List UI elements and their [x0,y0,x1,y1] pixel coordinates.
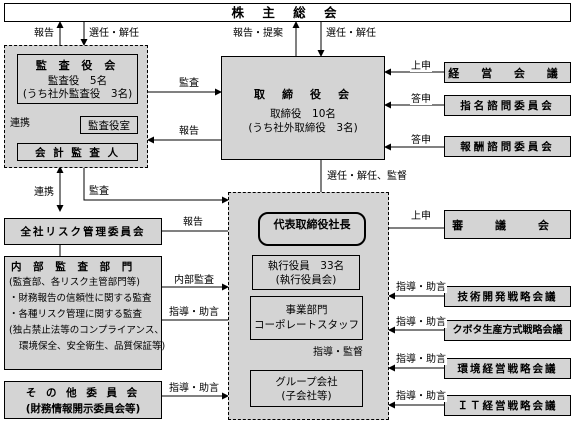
executive-officers-box: 執行役員 33名 (執行役員会) [252,255,360,290]
audit-board-title: 監 査 役 会 [35,59,120,72]
audit-board-box: 監 査 役 会 監査役 5名 (うち社外監査役 3名) [17,54,138,104]
accounting-auditor-label: 会 計 監 査 人 [34,147,121,159]
management-council-label: 経 営 会 議 [448,67,567,80]
environment-strategy-council-label: 環境経営戦略会議 [457,363,558,375]
shareholders-meeting-box: 株 主 総 会 [4,3,571,22]
corporate-staff-label: コーポレートスタッフ [254,319,359,331]
environment-strategy-council-box: 環境経営戦略会議 [444,358,571,379]
board-outside-members: (うち社外取締役 3名) [248,122,358,134]
other-committees-sub: (財務情報開示委員会等) [25,403,141,415]
label-guidance-it: 指導・助言 [395,391,447,402]
management-council-box: 経 営 会 議 [444,62,571,83]
risk-management-committee-label: 全社リスク管理委員会 [20,226,146,238]
label-elect-dismiss-auditors: 選任・解任 [88,28,140,39]
internal-audit-item-financial: ・財務報告の信頼性に関する監査 [9,293,152,304]
internal-audit-item-risk: ・各種リスク管理に関する監査 [9,309,143,320]
executive-officers-count: 執行役員 33名 [267,260,345,272]
nomination-committee-label: 指名諮問委員会 [460,100,555,112]
accounting-auditor-box: 会 計 監 査 人 [17,143,138,161]
deliberation-council-box: 審 議 会 [444,210,571,239]
tech-strategy-council-box: 技術開発戦略会議 [444,286,571,307]
risk-management-committee-box: 全社リスク管理委員会 [4,218,162,245]
compensation-committee-box: 報酬諮問委員会 [444,136,571,157]
label-submit-management: 上申 [410,61,432,72]
label-guidance-other: 指導・助言 [168,383,220,394]
label-audit-board: 監査 [178,78,200,89]
subsidiaries-label: (子会社等) [281,390,332,402]
audit-board-outside-members: (うち社外監査役 3名) [22,88,133,100]
nomination-committee-box: 指名諮問委員会 [444,95,571,116]
other-committees-title: そ の 他 委 員 会 [25,387,141,399]
board-title: 取 締 役 会 [254,88,352,101]
label-report-propose: 報告・提案 [232,28,284,39]
group-companies-label: グループ会社 [275,376,338,388]
label-report-risk: 報告 [182,217,204,228]
board-members: 取締役 10名 [270,108,336,120]
business-divisions-box: 事業部門 コーポレートスタッフ [250,296,363,340]
audit-board-members: 監査役 5名 [47,75,108,87]
internal-audit-item-compliance: (独占禁止法等のコンプライアンス、 [9,325,164,336]
kubota-production-council-label: クボタ生産方式戦略会議 [452,325,563,336]
label-report-to-shareholders: 報告 [33,28,55,39]
label-guidance-internal: 指導・助言 [168,307,220,318]
label-submit-deliberation: 上申 [410,211,432,222]
internal-audit-departments: (監査部、各リスク主管部門等) [9,277,140,288]
executive-officers-meeting: (執行役員会) [275,274,337,286]
kubota-production-council-box: クボタ生産方式戦略会議 [444,320,571,341]
audit-office-label: 監査役室 [88,120,130,132]
label-internal-audit: 内部監査 [173,275,215,286]
audit-office-box: 監査役室 [80,116,138,134]
label-report-to-auditors: 報告 [178,126,200,137]
label-elect-dismiss-directors: 選任・解任 [325,28,377,39]
label-answer-compensation: 答申 [410,135,432,146]
label-cooperate-accountant: 連携 [9,118,31,129]
compensation-committee-label: 報酬諮問委員会 [460,141,555,153]
label-guidance-supervise: 指導・監督 [312,347,364,358]
label-elect-dismiss-supervise: 選任・解任、監督 [326,171,408,182]
other-committees-box: そ の 他 委 員 会 (財務情報開示委員会等) [4,381,162,419]
it-strategy-council-label: ＩＴ経営戦略会議 [457,400,558,412]
shareholders-meeting-label: 株 主 総 会 [231,5,344,20]
label-cooperate-risk: 連携 [33,187,55,198]
label-guidance-tech: 指導・助言 [395,282,447,293]
label-guidance-env: 指導・助言 [395,354,447,365]
president-box: 代表取締役社長 [258,212,366,246]
it-strategy-council-box: ＩＴ経営戦略会議 [444,395,571,416]
group-companies-box: グループ会社 (子会社等) [250,370,363,407]
label-audit-executive: 監査 [88,186,110,197]
internal-audit-item-compliance-detail: 環境保全、安全衛生、品質保証等) [19,341,166,352]
label-guidance-kubota: 指導・助言 [395,317,447,328]
president-label: 代表取締役社長 [273,218,351,231]
label-answer-nomination: 答申 [410,94,432,105]
deliberation-council-label: 審 議 会 [452,219,563,232]
board-of-directors-box: 取 締 役 会 取締役 10名 (うち社外取締役 3名) [221,56,385,160]
internal-audit-box: 内 部 監 査 部 門 (監査部、各リスク主管部門等) ・財務報告の信頼性に関す… [4,256,166,370]
business-divisions-label: 事業部門 [285,304,328,316]
tech-strategy-council-label: 技術開発戦略会議 [457,291,558,303]
internal-audit-title: 内 部 監 査 部 門 [11,261,137,273]
